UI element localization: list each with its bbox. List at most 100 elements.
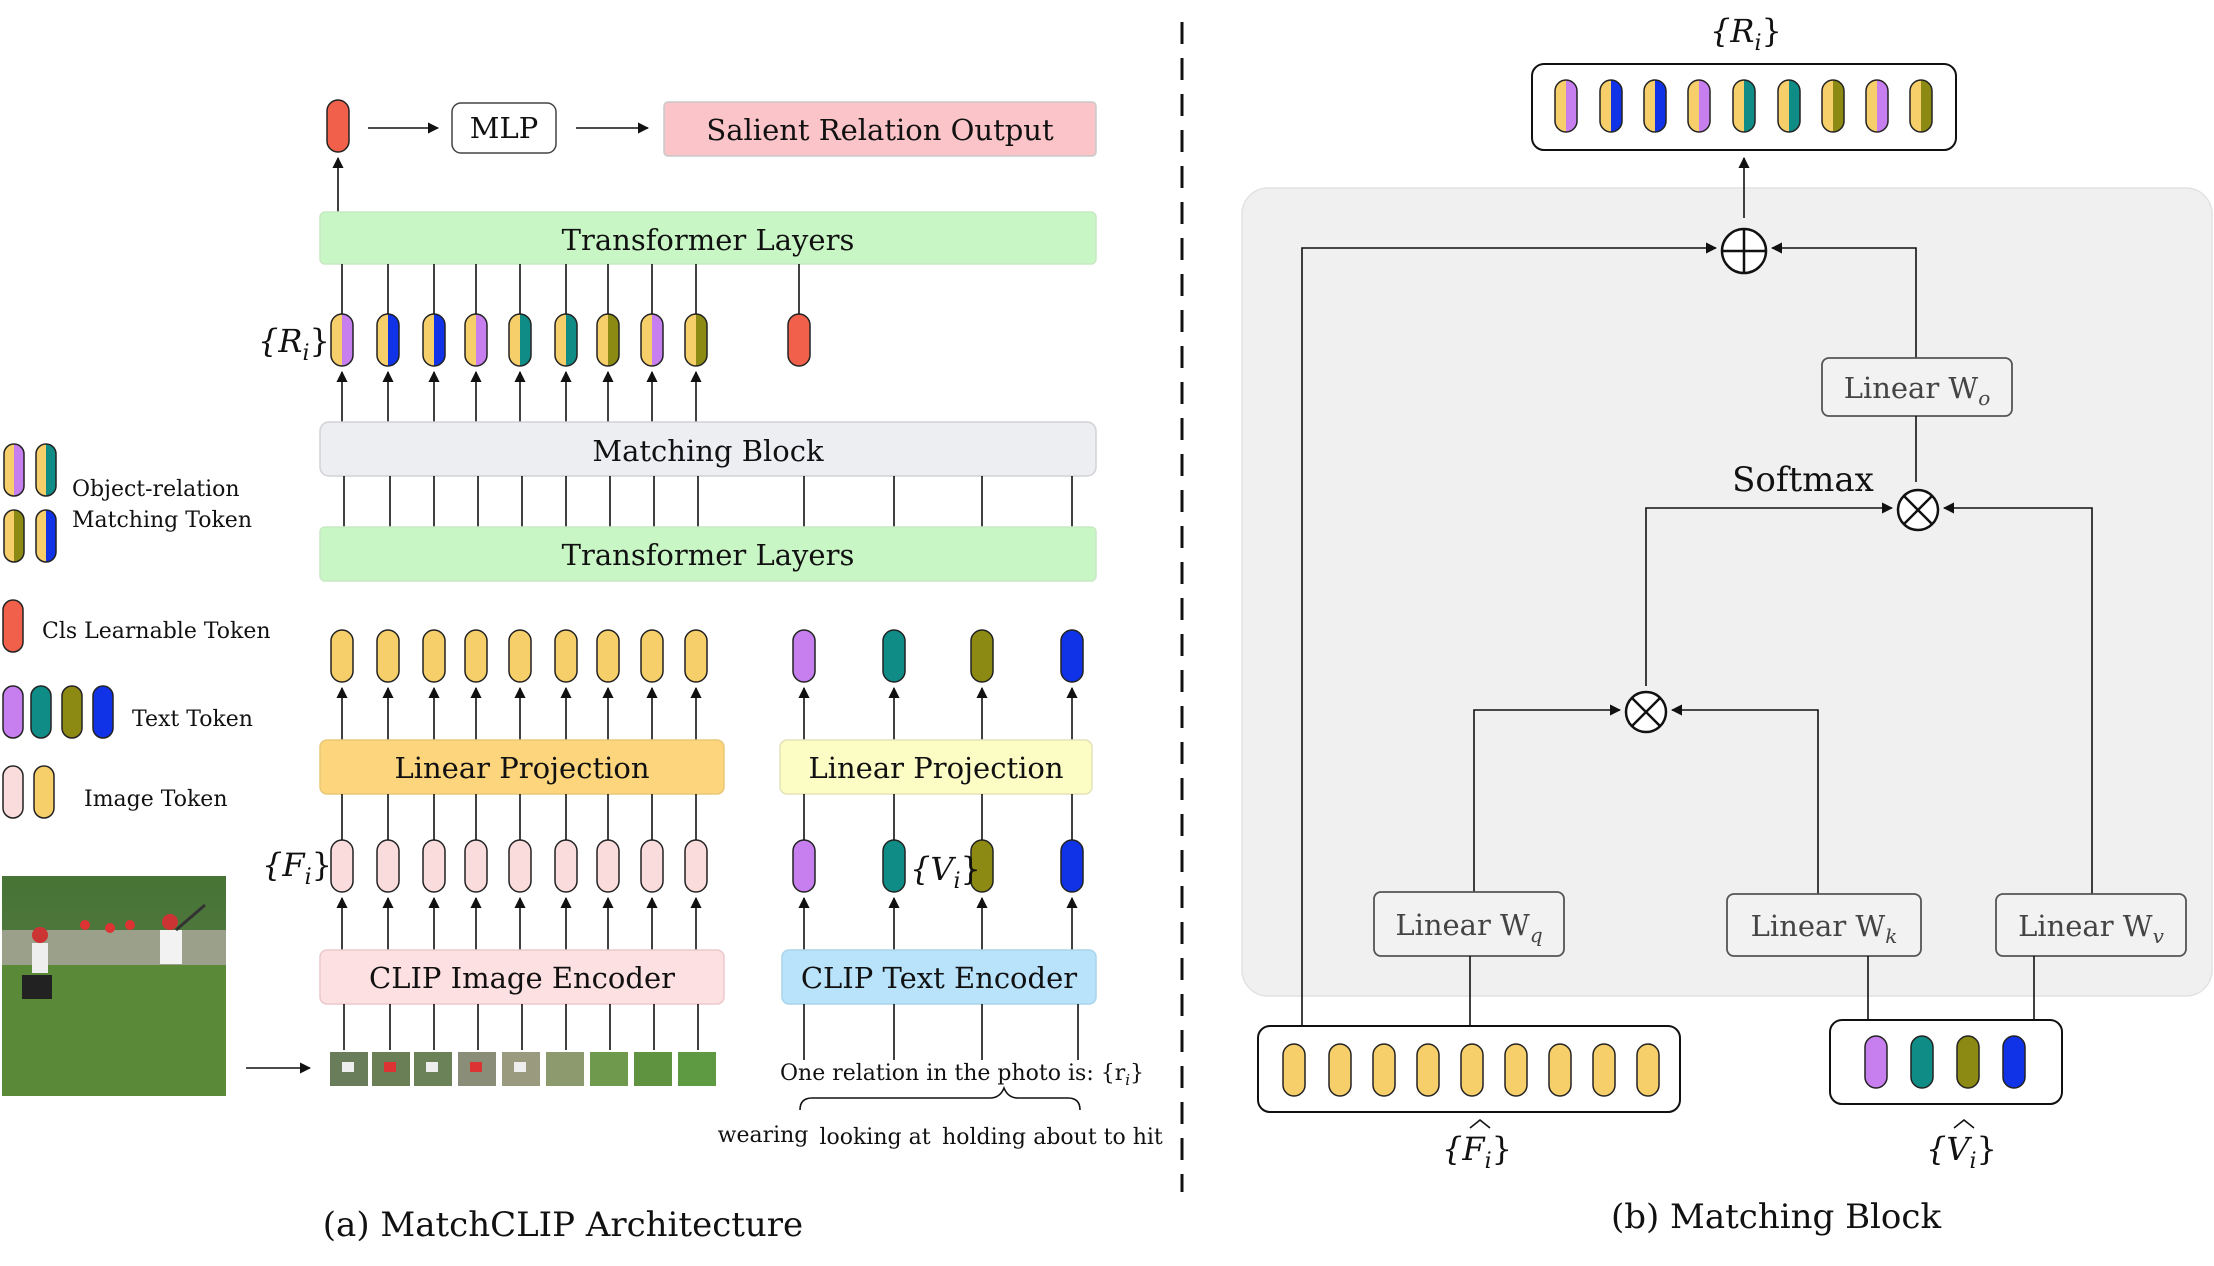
text-feature-token (1060, 839, 1084, 893)
image-feature-token (684, 839, 708, 893)
baseball-photo (2, 876, 226, 1096)
output-token-row (1554, 79, 1933, 133)
prompt-text: One relation in the photo is: {ri} (780, 1061, 1144, 1089)
multiply-operator-upper-icon (1896, 488, 1940, 532)
f-hat-token (1592, 1043, 1616, 1097)
transformer-layers-bottom (319, 526, 1097, 582)
matching-connector-lines (343, 476, 1073, 527)
linear-projection-text-label: Linear Projection (808, 751, 1063, 785)
text-feature-token (792, 839, 816, 893)
linear-wv-box (1995, 893, 2187, 957)
image-feature-token (464, 839, 488, 893)
f-hat-token (1504, 1043, 1528, 1097)
multiply-operator-lower-icon (1624, 690, 1668, 734)
relation-looking-at: looking at (819, 1125, 930, 1150)
output-matching-token (1599, 79, 1623, 133)
text-token-projected (792, 629, 816, 683)
f-hat-token (1372, 1043, 1396, 1097)
output-matching-token (1865, 79, 1889, 133)
feature-token-row (330, 794, 1084, 950)
matching-token (684, 313, 708, 367)
matching-token (330, 313, 354, 367)
image-feature-token (422, 839, 446, 893)
linear-wk-box (1726, 893, 1922, 957)
transformer-top-label: Transformer Layers (562, 223, 855, 257)
text-token-projected (1060, 629, 1084, 683)
legend-cls-token: Cls Learnable Token (42, 619, 271, 644)
clip-text-encoder-label: CLIP Text Encoder (801, 961, 1077, 995)
right-r-label: {Ri} (1710, 12, 1782, 56)
v-hat-token (1864, 1035, 1888, 1089)
image-token-projected (422, 629, 446, 683)
image-token-projected (684, 629, 708, 683)
add-operator-icon (1720, 227, 1768, 275)
matching-token (640, 313, 664, 367)
cls-token (787, 313, 811, 367)
projected-token-row (330, 629, 1084, 740)
relations-brace (799, 1085, 1081, 1111)
matching-block-panel (1241, 187, 2213, 997)
transformer-layers-top (319, 211, 1097, 265)
image-patch-row (330, 1052, 716, 1086)
matching-token (554, 313, 578, 367)
v-hat-token (1956, 1035, 1980, 1089)
v-hat-token-row (1864, 1035, 2026, 1089)
image-feature-token (508, 839, 532, 893)
image-patch-detail (470, 1062, 482, 1072)
text-token-projected (970, 629, 994, 683)
salient-output-box (663, 101, 1097, 157)
encoder-input-lines (343, 1004, 1079, 1060)
image-feature-token (640, 839, 664, 893)
f-hat-token (1282, 1043, 1306, 1097)
matching-block-box (319, 421, 1097, 477)
legend-object-relation-line1: Object-relation (72, 477, 240, 502)
matching-token (508, 313, 532, 367)
legend-text-token: Text Token (132, 707, 253, 732)
output-matching-token (1687, 79, 1711, 133)
legend: Object-relation Matching Token Cls Learn… (2, 443, 271, 819)
clip-text-encoder-box (781, 949, 1097, 1005)
clip-image-encoder-label: CLIP Image Encoder (369, 961, 675, 995)
image-token-projected (596, 629, 620, 683)
linear-wq-box (1373, 891, 1565, 957)
matching-token (464, 313, 488, 367)
f-hat-token (1460, 1043, 1484, 1097)
linear-projection-image-box (319, 739, 725, 795)
image-patch (546, 1052, 584, 1086)
text-token-projected (882, 629, 906, 683)
relation-holding: holding (942, 1125, 1026, 1150)
legend-object-relation-line2: Matching Token (72, 508, 252, 533)
right-panel: {Ri} Linear Wo Softmax (1241, 12, 2213, 1237)
output-matching-token (1732, 79, 1756, 133)
salient-output-label: Salient Relation Output (706, 113, 1054, 147)
f-hat-token (1416, 1043, 1440, 1097)
linear-wo-box (1821, 357, 2013, 417)
cls-output-token (326, 99, 350, 153)
transformer-bottom-label: Transformer Layers (562, 538, 855, 572)
image-token-projected (330, 629, 354, 683)
image-feature-token (330, 839, 354, 893)
image-patch (634, 1052, 672, 1086)
image-feature-token (596, 839, 620, 893)
left-panel: MLP Salient Relation Output Transformer … (2, 99, 1163, 1245)
f-label: {Fi} (262, 846, 332, 890)
f-hat-label: {Fi} (1442, 1130, 1512, 1174)
matching-token (422, 313, 446, 367)
right-caption: (b) Matching Block (1611, 1197, 1942, 1237)
image-patch-detail (426, 1062, 438, 1072)
matching-token (376, 313, 400, 367)
text-feature-token (882, 839, 906, 893)
matching-block-label: Matching Block (592, 434, 824, 468)
relation-wearing: wearing (718, 1123, 809, 1148)
f-hat-token (1328, 1043, 1352, 1097)
output-matching-token (1643, 79, 1667, 133)
v-hat-label: {Vi} (1926, 1130, 1997, 1174)
image-patch-detail (384, 1062, 396, 1072)
image-feature-token (554, 839, 578, 893)
image-feature-token (376, 839, 400, 893)
mlp-label: MLP (470, 111, 538, 145)
linear-wo-label: Linear Wo (1844, 371, 1991, 410)
output-matching-token (1821, 79, 1845, 133)
image-patch (590, 1052, 628, 1086)
